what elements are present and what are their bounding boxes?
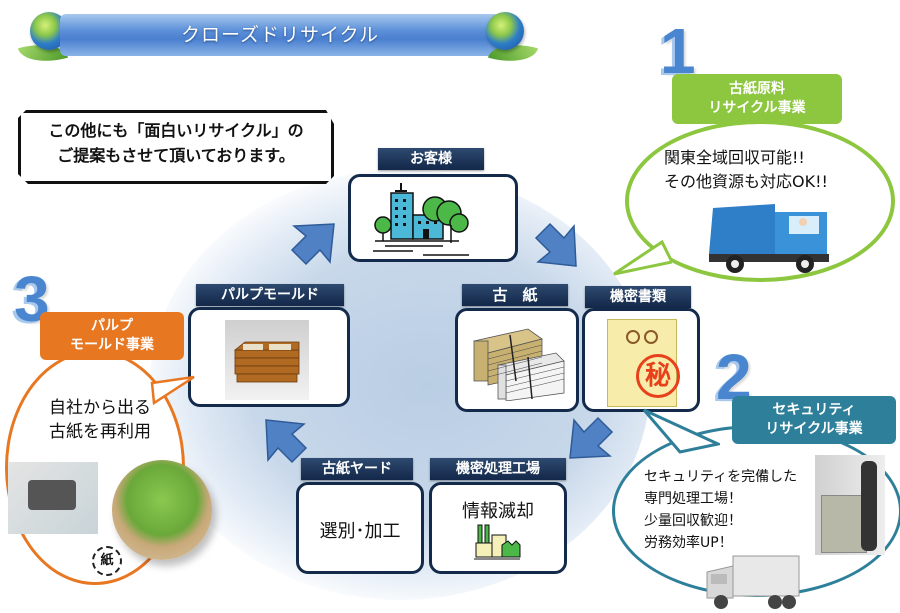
cycle-arrow-down-left	[569, 416, 614, 459]
globe-icon	[486, 12, 524, 50]
factory-icon	[474, 524, 521, 560]
factory-text: 情報滅却	[462, 501, 534, 522]
yard-card: 選別･加工	[296, 482, 424, 574]
business-2-bubble-tail	[642, 408, 720, 454]
business-2-title-line-1: セキュリティ	[772, 402, 856, 418]
factory-label: 機密処理工場	[430, 458, 566, 480]
business-3-title-line-2: モールド事業	[70, 337, 154, 353]
business-2-title-line-2: リサイクル事業	[765, 421, 863, 437]
used-paper-card	[455, 308, 579, 412]
business-3-title-line-1: パルプ	[91, 318, 133, 334]
factory-card: 情報滅却	[429, 482, 567, 574]
business-1-title-line-1: 古紙原料	[729, 81, 785, 97]
business-2-text: セキュリティを完備した 専門処理工場！ 少量回収歓迎！ 労務効率UP！	[644, 466, 824, 554]
used-paper-label: 古 紙	[462, 284, 568, 306]
secret-envelope-icon: 秘	[607, 319, 680, 407]
office-building-icon	[373, 183, 469, 256]
garbage-truck-icon	[709, 204, 829, 273]
business-3-bubble-tail	[150, 375, 195, 405]
business-1-bubble-tail	[613, 240, 672, 276]
note-line-2: ご提案もさせて頂いております。	[57, 146, 295, 165]
customer-label: お客様	[378, 148, 484, 170]
business-2-line: 専門処理工場！	[644, 491, 742, 507]
business-1-line: 関東全域回収可能!!	[664, 148, 805, 167]
business-2-line: セキュリティを完備した	[644, 469, 798, 485]
business-1-title-line-2: リサイクル事業	[708, 100, 806, 116]
business-3-title: パルプ モールド事業	[40, 312, 184, 360]
business-2-line: 少量回収歓迎！	[644, 513, 742, 529]
confidential-card: 秘	[582, 308, 700, 412]
secret-stamp: 秘	[636, 354, 680, 398]
cycle-arrow-down-right	[534, 222, 577, 267]
business-1-line: その他資源も対応OK!!	[664, 172, 828, 191]
paper-pot-photo	[112, 460, 212, 560]
header-bar	[60, 14, 500, 56]
cycle-arrow-up-left	[265, 419, 308, 464]
paper-bundle-icon	[473, 328, 565, 401]
note-box	[18, 110, 334, 184]
pulp-tray-icon	[225, 320, 309, 400]
yard-label: 古紙ヤード	[301, 458, 413, 480]
business-3-line: 古紙を再利用	[49, 422, 151, 442]
page-title: クローズドリサイクル	[180, 24, 380, 46]
delivery-truck-icon	[706, 555, 800, 609]
note-text: この他にも「面白いリサイクル」の ご提案もさせて頂いております。	[18, 118, 334, 168]
shredder-photo	[815, 455, 885, 555]
business-3-text: 自社から出る 古紙を再利用	[30, 396, 170, 444]
business-2-title: セキュリティ リサイクル事業	[732, 396, 896, 444]
cycle-arrow-up-right	[290, 223, 335, 266]
business-1-title: 古紙原料 リサイクル事業	[672, 74, 842, 124]
business-3-line: 自社から出る	[49, 398, 151, 418]
recycle-paper-icon: 紙	[92, 546, 122, 576]
business-2-line: 労務効率UP！	[644, 535, 733, 551]
note-line-1: この他にも「面白いリサイクル」の	[48, 121, 304, 140]
customer-card	[348, 174, 518, 262]
pulp-mold-label: パルプモールド	[196, 284, 344, 306]
pulp-packaging-photo	[8, 462, 98, 534]
business-1-text: 関東全域回収可能!! その他資源も対応OK!!	[664, 146, 884, 194]
pulp-mold-card	[188, 307, 350, 407]
confidential-label: 機密書類	[585, 286, 691, 308]
yard-text: 選別･加工	[319, 521, 401, 542]
